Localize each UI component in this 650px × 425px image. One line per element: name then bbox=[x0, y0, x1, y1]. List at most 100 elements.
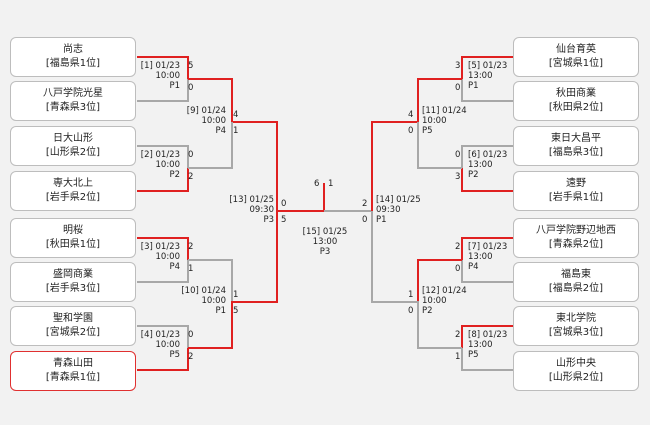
bracket-line bbox=[461, 168, 513, 192]
match-venue: P2 bbox=[169, 170, 180, 180]
bracket-line bbox=[137, 348, 189, 371]
match-venue: P2 bbox=[422, 306, 433, 316]
score: 0 bbox=[408, 306, 414, 316]
team-card: 福島東[福島県2位] bbox=[513, 262, 639, 302]
score: 0 bbox=[188, 83, 194, 93]
score: 2 bbox=[362, 199, 368, 209]
team-name: 山形中央 bbox=[556, 358, 596, 369]
match-venue: P1 bbox=[169, 81, 180, 91]
match-id: [12] bbox=[422, 286, 440, 296]
match-venue: P1 bbox=[215, 306, 226, 316]
team-seed: [岩手県1位] bbox=[548, 192, 604, 203]
team-name: 八戸学院野辺地西 bbox=[536, 225, 616, 236]
team-seed: [山形県2位] bbox=[45, 147, 101, 158]
match-time: 10:00 bbox=[155, 340, 181, 350]
score: 0 bbox=[281, 199, 287, 209]
bracket-line bbox=[371, 211, 462, 349]
team-seed: [秋田県1位] bbox=[45, 239, 101, 250]
match-venue: P3 bbox=[263, 215, 274, 225]
bracket-line bbox=[461, 260, 513, 283]
team-card: 秋田商業 [秋田県2位] bbox=[513, 81, 639, 121]
score: 5 bbox=[281, 215, 287, 225]
score: 3 bbox=[455, 61, 461, 71]
match-time: 13:00 bbox=[468, 340, 493, 350]
score: 1 bbox=[408, 290, 414, 300]
match-id: [14] bbox=[376, 195, 394, 205]
bracket-line bbox=[461, 145, 513, 168]
team-name: 明桜 bbox=[63, 225, 83, 236]
match-time: 10:00 bbox=[201, 116, 227, 126]
team-name: 秋田商業 bbox=[556, 88, 596, 99]
match-id: [2] bbox=[140, 150, 153, 160]
score: 1 bbox=[455, 352, 461, 362]
bracket-line bbox=[137, 79, 189, 102]
team-card: 山形中央 [山形県2位] bbox=[513, 351, 639, 391]
team-seed: [福島県1位] bbox=[45, 58, 101, 69]
match-venue: P1 bbox=[376, 215, 387, 225]
score: 0 bbox=[188, 150, 194, 160]
match-date: 01/25 bbox=[249, 195, 275, 205]
team-name: 聖和学園 bbox=[53, 313, 93, 324]
match-id: [4] bbox=[140, 330, 153, 340]
team-name: 尚志 bbox=[63, 44, 83, 55]
match-date: 01/23 bbox=[482, 150, 508, 160]
team-seed: [青森県1位] bbox=[45, 372, 101, 383]
bracket-line bbox=[137, 260, 189, 283]
match-venue: P5 bbox=[468, 350, 479, 360]
team-seed: [福島県3位] bbox=[548, 147, 604, 158]
match-venue: P1 bbox=[468, 81, 479, 91]
match-id: [6] bbox=[468, 150, 481, 160]
match-date: 01/25 bbox=[322, 227, 348, 237]
bracket-line bbox=[417, 259, 462, 302]
bracket-line bbox=[461, 56, 513, 79]
score: 0 bbox=[455, 150, 461, 160]
match-date: 01/23 bbox=[155, 61, 181, 71]
team-name: 盛岡商業 bbox=[53, 269, 93, 280]
team-card: 遠野[岩手県1位] bbox=[513, 171, 639, 211]
match-time: 13:00 bbox=[468, 71, 493, 81]
team-seed: [宮城県3位] bbox=[548, 327, 604, 338]
match-time: 10:00 bbox=[155, 160, 181, 170]
bracket-line bbox=[188, 211, 278, 349]
match-date: 01/23 bbox=[155, 150, 181, 160]
match-date: 01/23 bbox=[155, 330, 181, 340]
match-id: [8] bbox=[468, 330, 481, 340]
match-venue: P3 bbox=[319, 247, 331, 257]
team-card: 仙台育英[宮城県1位] bbox=[513, 37, 639, 77]
team-card: 八戸学院野辺地西[青森県2位] bbox=[513, 218, 639, 258]
match-time: 13:00 bbox=[468, 160, 493, 170]
match-id: [11] bbox=[422, 106, 440, 116]
team-card: 尚志 [福島県1位] bbox=[10, 37, 136, 77]
score: 1 bbox=[188, 264, 194, 274]
bracket-line bbox=[137, 325, 189, 348]
team-seed: [山形県2位] bbox=[548, 372, 604, 383]
team-name: 青森山田 bbox=[53, 358, 93, 369]
bracket-line bbox=[461, 79, 513, 102]
match-id: [5] bbox=[468, 61, 481, 71]
match-venue: P4 bbox=[169, 262, 180, 272]
match-date: 01/24 bbox=[201, 286, 227, 296]
score: 0 bbox=[455, 264, 461, 274]
match-time: 09:30 bbox=[376, 205, 401, 215]
score: 0 bbox=[362, 215, 368, 225]
team-card: 東北学院 [宮城県3位] bbox=[513, 306, 639, 346]
team-card: 専大北上[岩手県2位] bbox=[10, 171, 136, 211]
score: 4 bbox=[408, 110, 414, 120]
team-name: 八戸学院光星 bbox=[43, 88, 103, 99]
match-id: [1] bbox=[140, 61, 153, 71]
team-seed: [福島県2位] bbox=[548, 283, 604, 294]
team-name: 東北学院 bbox=[556, 313, 596, 324]
match-venue: P4 bbox=[468, 262, 479, 272]
bracket-line bbox=[137, 56, 189, 79]
team-seed: [宮城県2位] bbox=[45, 327, 101, 338]
team-seed: [岩手県3位] bbox=[45, 283, 101, 294]
team-card: 日大山形[山形県2位] bbox=[10, 126, 136, 166]
team-seed: [秋田県2位] bbox=[548, 102, 604, 113]
team-card: 東日大昌平[福島県3位] bbox=[513, 126, 639, 166]
match-date: 01/23 bbox=[482, 242, 508, 252]
